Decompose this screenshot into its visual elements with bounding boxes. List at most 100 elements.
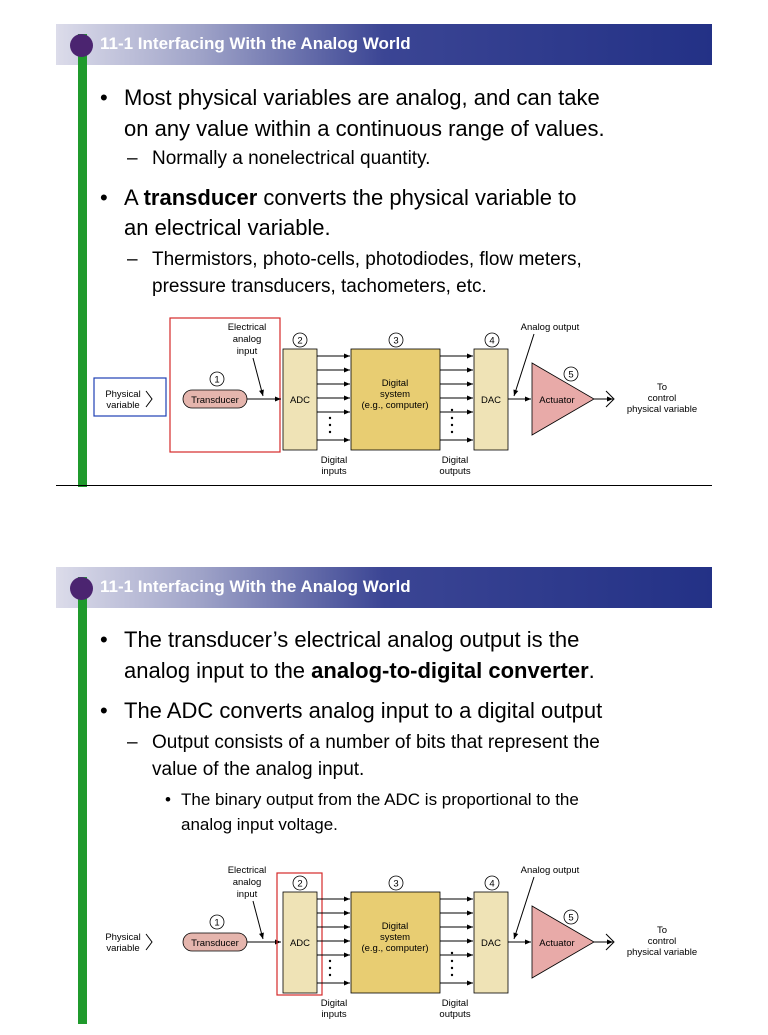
analog-output-label: Analog output xyxy=(521,322,580,333)
digital-input-arrow-head xyxy=(344,924,350,930)
step-number-label: 1 xyxy=(214,375,219,386)
step-number-circle xyxy=(563,909,579,925)
electrical-input-pointer xyxy=(252,900,264,940)
bullet-marker: • xyxy=(165,790,171,809)
digital-system-label: (e.g., computer) xyxy=(361,943,428,954)
digital-output-arrow-head xyxy=(467,938,473,944)
actuator-output-arrow-head xyxy=(607,939,613,945)
analog-interface-diagram: Physicalvariable1TransducerElectricalana… xyxy=(93,317,697,477)
analog-output-label: Analog output xyxy=(521,865,580,876)
slide-title: 11-1 Interfacing With the Analog World xyxy=(100,577,411,596)
dash-marker: – xyxy=(127,148,138,169)
slide-1: 11-1 Interfacing With the Analog World •… xyxy=(0,0,768,500)
slide-header-bar xyxy=(56,567,712,608)
digital-input-arrow-head xyxy=(344,896,350,902)
highlight-box-transducer xyxy=(169,317,281,453)
electrical-input-pointer-head xyxy=(259,389,264,396)
physical-variable-label: variable xyxy=(106,400,139,411)
to-control-label: physical variable xyxy=(627,947,697,958)
bullet-text: Most physical variables are analog, and … xyxy=(124,85,600,110)
bullet-dot-icon xyxy=(70,34,93,57)
digital-system-label: system xyxy=(380,932,410,943)
bullet-marker: • xyxy=(100,85,108,110)
actuator-triangle xyxy=(531,905,595,979)
to-control-label: control xyxy=(648,393,677,404)
digital-output-arrow-head xyxy=(467,910,473,916)
digital-input-arrow-head xyxy=(344,367,350,373)
bullet-marker: • xyxy=(100,627,108,652)
sub-sub-bullet-text: analog input voltage. xyxy=(181,815,338,834)
electrical-analog-input-label: analog xyxy=(233,877,262,888)
bullet-text: an electrical variable. xyxy=(124,215,331,240)
digital-system-label: Digital xyxy=(382,921,408,932)
step-number-circle xyxy=(292,875,308,891)
actuator-output-arrow-head xyxy=(607,396,613,402)
to-control-label: To xyxy=(657,925,667,936)
bullet-text: The ADC converts analog input to a digit… xyxy=(124,698,603,723)
sub-bullet-text: Output consists of a number of bits that… xyxy=(152,732,600,753)
sub-sub-bullet-text: The binary output from the ADC is propor… xyxy=(181,790,579,809)
step-number-circle xyxy=(292,332,308,348)
analog-output-pointer-head xyxy=(513,932,519,939)
slide-header-bar xyxy=(56,24,712,65)
ellipsis-dot xyxy=(328,959,332,963)
bullet-text: analog input to the analog-to-digital co… xyxy=(124,658,595,683)
electrical-analog-input-label: input xyxy=(237,889,258,900)
transducer-to-adc-arrow-head xyxy=(275,939,281,945)
digital-system-block xyxy=(350,891,441,994)
dash-marker: – xyxy=(127,249,138,270)
ellipsis-dot xyxy=(450,959,454,963)
input-chevron-icon xyxy=(145,390,153,408)
adc-label: ADC xyxy=(290,938,310,949)
actuator-triangle xyxy=(531,362,595,436)
transducer-label: Transducer xyxy=(191,938,239,949)
digital-outputs-label: outputs xyxy=(439,466,470,477)
ellipsis-dot xyxy=(450,423,454,427)
physical-variable-label: variable xyxy=(106,943,139,954)
bullet-marker: • xyxy=(100,185,108,210)
digital-input-arrow-head xyxy=(344,409,350,415)
actuator-label: Actuator xyxy=(539,938,574,949)
slide-title: 11-1 Interfacing With the Analog World xyxy=(100,34,411,53)
digital-input-arrow-head xyxy=(344,910,350,916)
physical-variable-label: Physical xyxy=(105,389,140,400)
green-accent-bar xyxy=(78,577,87,1024)
ellipsis-dot xyxy=(328,966,332,970)
ellipsis-dot xyxy=(450,973,454,977)
ellipsis-dot xyxy=(328,430,332,434)
step-number-circle xyxy=(388,875,404,891)
digital-inputs-label: inputs xyxy=(321,466,347,477)
highlight-box-adc xyxy=(276,872,323,996)
bold-term: analog-to-digital converter xyxy=(311,658,589,683)
step-number-label: 3 xyxy=(393,879,398,890)
slide-bottom-rule xyxy=(56,485,712,486)
sub-bullet-text: value of the analog input. xyxy=(152,759,365,780)
digital-system-block xyxy=(350,348,441,451)
to-control-label: physical variable xyxy=(627,404,697,415)
dac-to-actuator-arrow-head xyxy=(525,396,531,402)
digital-outputs-label: Digital xyxy=(442,998,468,1009)
ellipsis-dot xyxy=(328,973,332,977)
step-number-circle xyxy=(484,875,500,891)
transducer-to-adc-arrow-head xyxy=(275,396,281,402)
bullet-dot-icon xyxy=(70,577,93,600)
dac-label: DAC xyxy=(481,395,501,406)
ellipsis-dot xyxy=(450,408,454,412)
analog-output-pointer xyxy=(513,876,535,940)
digital-input-arrow-head xyxy=(344,938,350,944)
ellipsis-dot xyxy=(328,416,332,420)
digital-output-arrow-head xyxy=(467,980,473,986)
bullet-text: The transducer’s electrical analog outpu… xyxy=(124,627,580,652)
step-number-circle xyxy=(209,914,225,930)
step-number-label: 4 xyxy=(489,879,494,890)
step-number-circle xyxy=(388,332,404,348)
digital-system-label: system xyxy=(380,389,410,400)
analog-interface-diagram: Physicalvariable1TransducerElectricalana… xyxy=(105,865,697,1020)
transducer-label: Transducer xyxy=(191,395,239,406)
analog-output-pointer-head xyxy=(513,389,519,396)
actuator-label: Actuator xyxy=(539,395,574,406)
dac-label: DAC xyxy=(481,938,501,949)
electrical-analog-input-label: Electrical xyxy=(228,322,267,333)
bullet-text: on any value within a continuous range o… xyxy=(124,116,605,141)
physical-variable-label: Physical xyxy=(105,932,140,943)
